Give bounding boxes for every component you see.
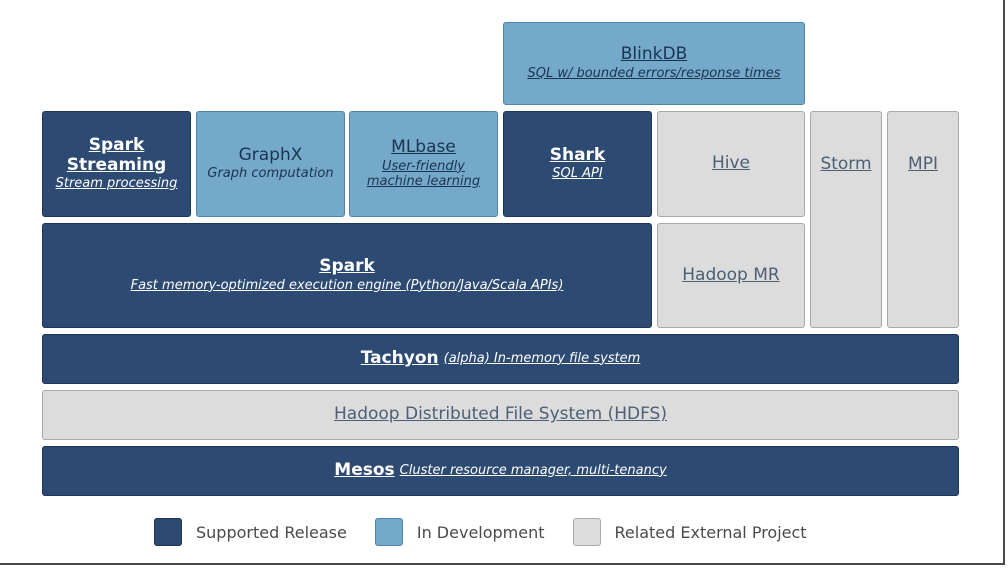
legend: Supported Release In Development Related…	[154, 516, 835, 548]
mesos-subtitle[interactable]: Cluster resource manager, multi-tenancy	[399, 462, 667, 478]
mpi-block[interactable]: MPI	[887, 111, 959, 328]
tachyon-title[interactable]: Tachyon	[360, 348, 439, 369]
legend-item-external: Related External Project	[572, 518, 807, 546]
legend-swatch-development	[374, 518, 403, 546]
legend-label-development: In Development	[416, 522, 545, 542]
hive-block[interactable]: Hive	[657, 111, 805, 217]
spark-streaming-title-line1[interactable]: Spark	[88, 134, 145, 155]
shark-block[interactable]: Shark SQL API	[503, 111, 652, 217]
legend-swatch-external	[572, 518, 601, 546]
hdfs-title[interactable]: Hadoop Distributed File System (HDFS)	[334, 404, 667, 425]
storm-block[interactable]: Storm	[810, 111, 882, 328]
tachyon-subtitle[interactable]: (alpha) In-memory file system	[443, 350, 641, 366]
shark-subtitle[interactable]: SQL API	[552, 166, 603, 182]
hadoop-mr-block[interactable]: Hadoop MR	[657, 223, 805, 328]
legend-label-supported: Supported Release	[196, 522, 347, 542]
legend-swatch-supported	[154, 518, 182, 546]
blinkdb-title[interactable]: BlinkDB	[620, 44, 688, 65]
blinkdb-block[interactable]: BlinkDB SQL w/ bounded errors/response t…	[503, 22, 805, 105]
mlbase-title[interactable]: MLbase	[391, 137, 456, 158]
storm-title[interactable]: Storm	[820, 154, 872, 174]
spark-streaming-subtitle[interactable]: Stream processing	[55, 176, 178, 192]
legend-item-development: In Development	[374, 518, 545, 546]
tachyon-block[interactable]: Tachyon (alpha) In-memory file system	[42, 334, 959, 384]
spark-title[interactable]: Spark	[319, 256, 375, 277]
spark-block[interactable]: Spark Fast memory-optimized execution en…	[42, 223, 652, 328]
graphx-title: GraphX	[238, 144, 303, 165]
spark-subtitle[interactable]: Fast memory-optimized execution engine (…	[130, 277, 564, 293]
mlbase-subtitle-line1[interactable]: User-friendly	[382, 158, 465, 174]
mlbase-block[interactable]: MLbase User-friendly machine learning	[349, 111, 498, 217]
mpi-title[interactable]: MPI	[908, 154, 938, 174]
graphx-block[interactable]: GraphX Graph computation	[196, 111, 345, 217]
spark-streaming-block[interactable]: Spark Streaming Stream processing	[42, 111, 191, 217]
graphx-subtitle: Graph computation	[207, 166, 334, 182]
shark-title[interactable]: Shark	[549, 144, 606, 165]
hive-title[interactable]: Hive	[711, 153, 751, 174]
hdfs-block[interactable]: Hadoop Distributed File System (HDFS)	[42, 390, 959, 440]
mlbase-subtitle-line2[interactable]: machine learning	[366, 173, 481, 189]
legend-item-supported: Supported Release	[154, 518, 347, 546]
mesos-title[interactable]: Mesos	[334, 460, 395, 481]
spark-streaming-title-line2[interactable]: Streaming	[66, 154, 167, 175]
legend-label-external: Related External Project	[614, 522, 807, 542]
blinkdb-subtitle[interactable]: SQL w/ bounded errors/response times	[527, 65, 781, 81]
hadoop-mr-title[interactable]: Hadoop MR	[682, 264, 780, 285]
mesos-block[interactable]: Mesos Cluster resource manager, multi-te…	[42, 446, 959, 496]
